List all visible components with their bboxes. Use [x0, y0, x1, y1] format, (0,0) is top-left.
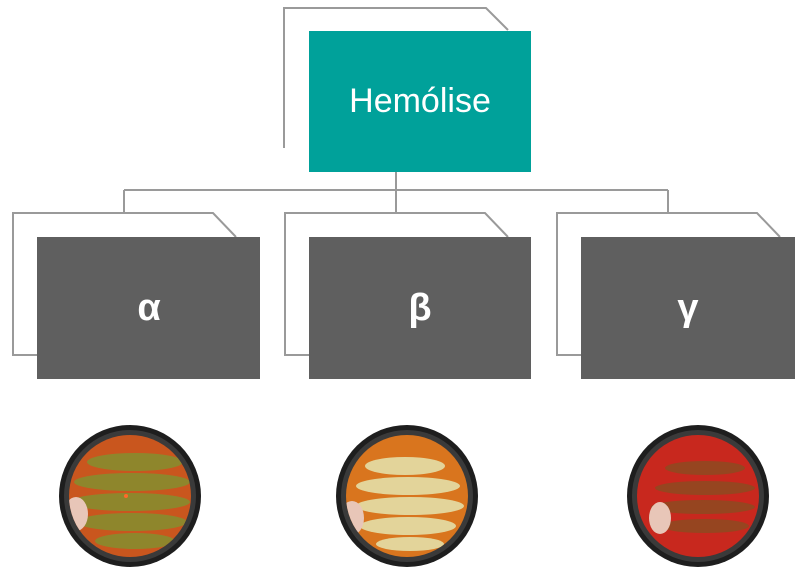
child-node-alpha-label: α: [137, 287, 160, 329]
child-node-alpha-box: [37, 237, 260, 379]
child-node-beta-outline: [284, 212, 509, 356]
child-node-beta-box: [309, 237, 531, 379]
beta-hemolysis-plate: [336, 425, 478, 567]
root-node: Hemólise: [283, 7, 531, 172]
child-node-gamma-box: [581, 237, 795, 379]
root-node-label: Hemólise: [349, 82, 491, 120]
gamma-hemolysis-plate: [627, 425, 769, 567]
connector-lines: [123, 172, 669, 212]
child-node-alpha: α: [12, 212, 260, 379]
child-node-gamma-outline: [556, 212, 781, 356]
alpha-hemolysis-plate: [59, 425, 201, 567]
root-node-outline: [283, 7, 509, 148]
child-node-beta-label: β: [408, 287, 431, 329]
child-node-beta: β: [284, 212, 531, 379]
root-node-box: [309, 31, 531, 172]
child-node-gamma-label: γ: [677, 287, 698, 329]
child-node-gamma: γ: [556, 212, 795, 379]
child-node-alpha-outline: [12, 212, 237, 356]
